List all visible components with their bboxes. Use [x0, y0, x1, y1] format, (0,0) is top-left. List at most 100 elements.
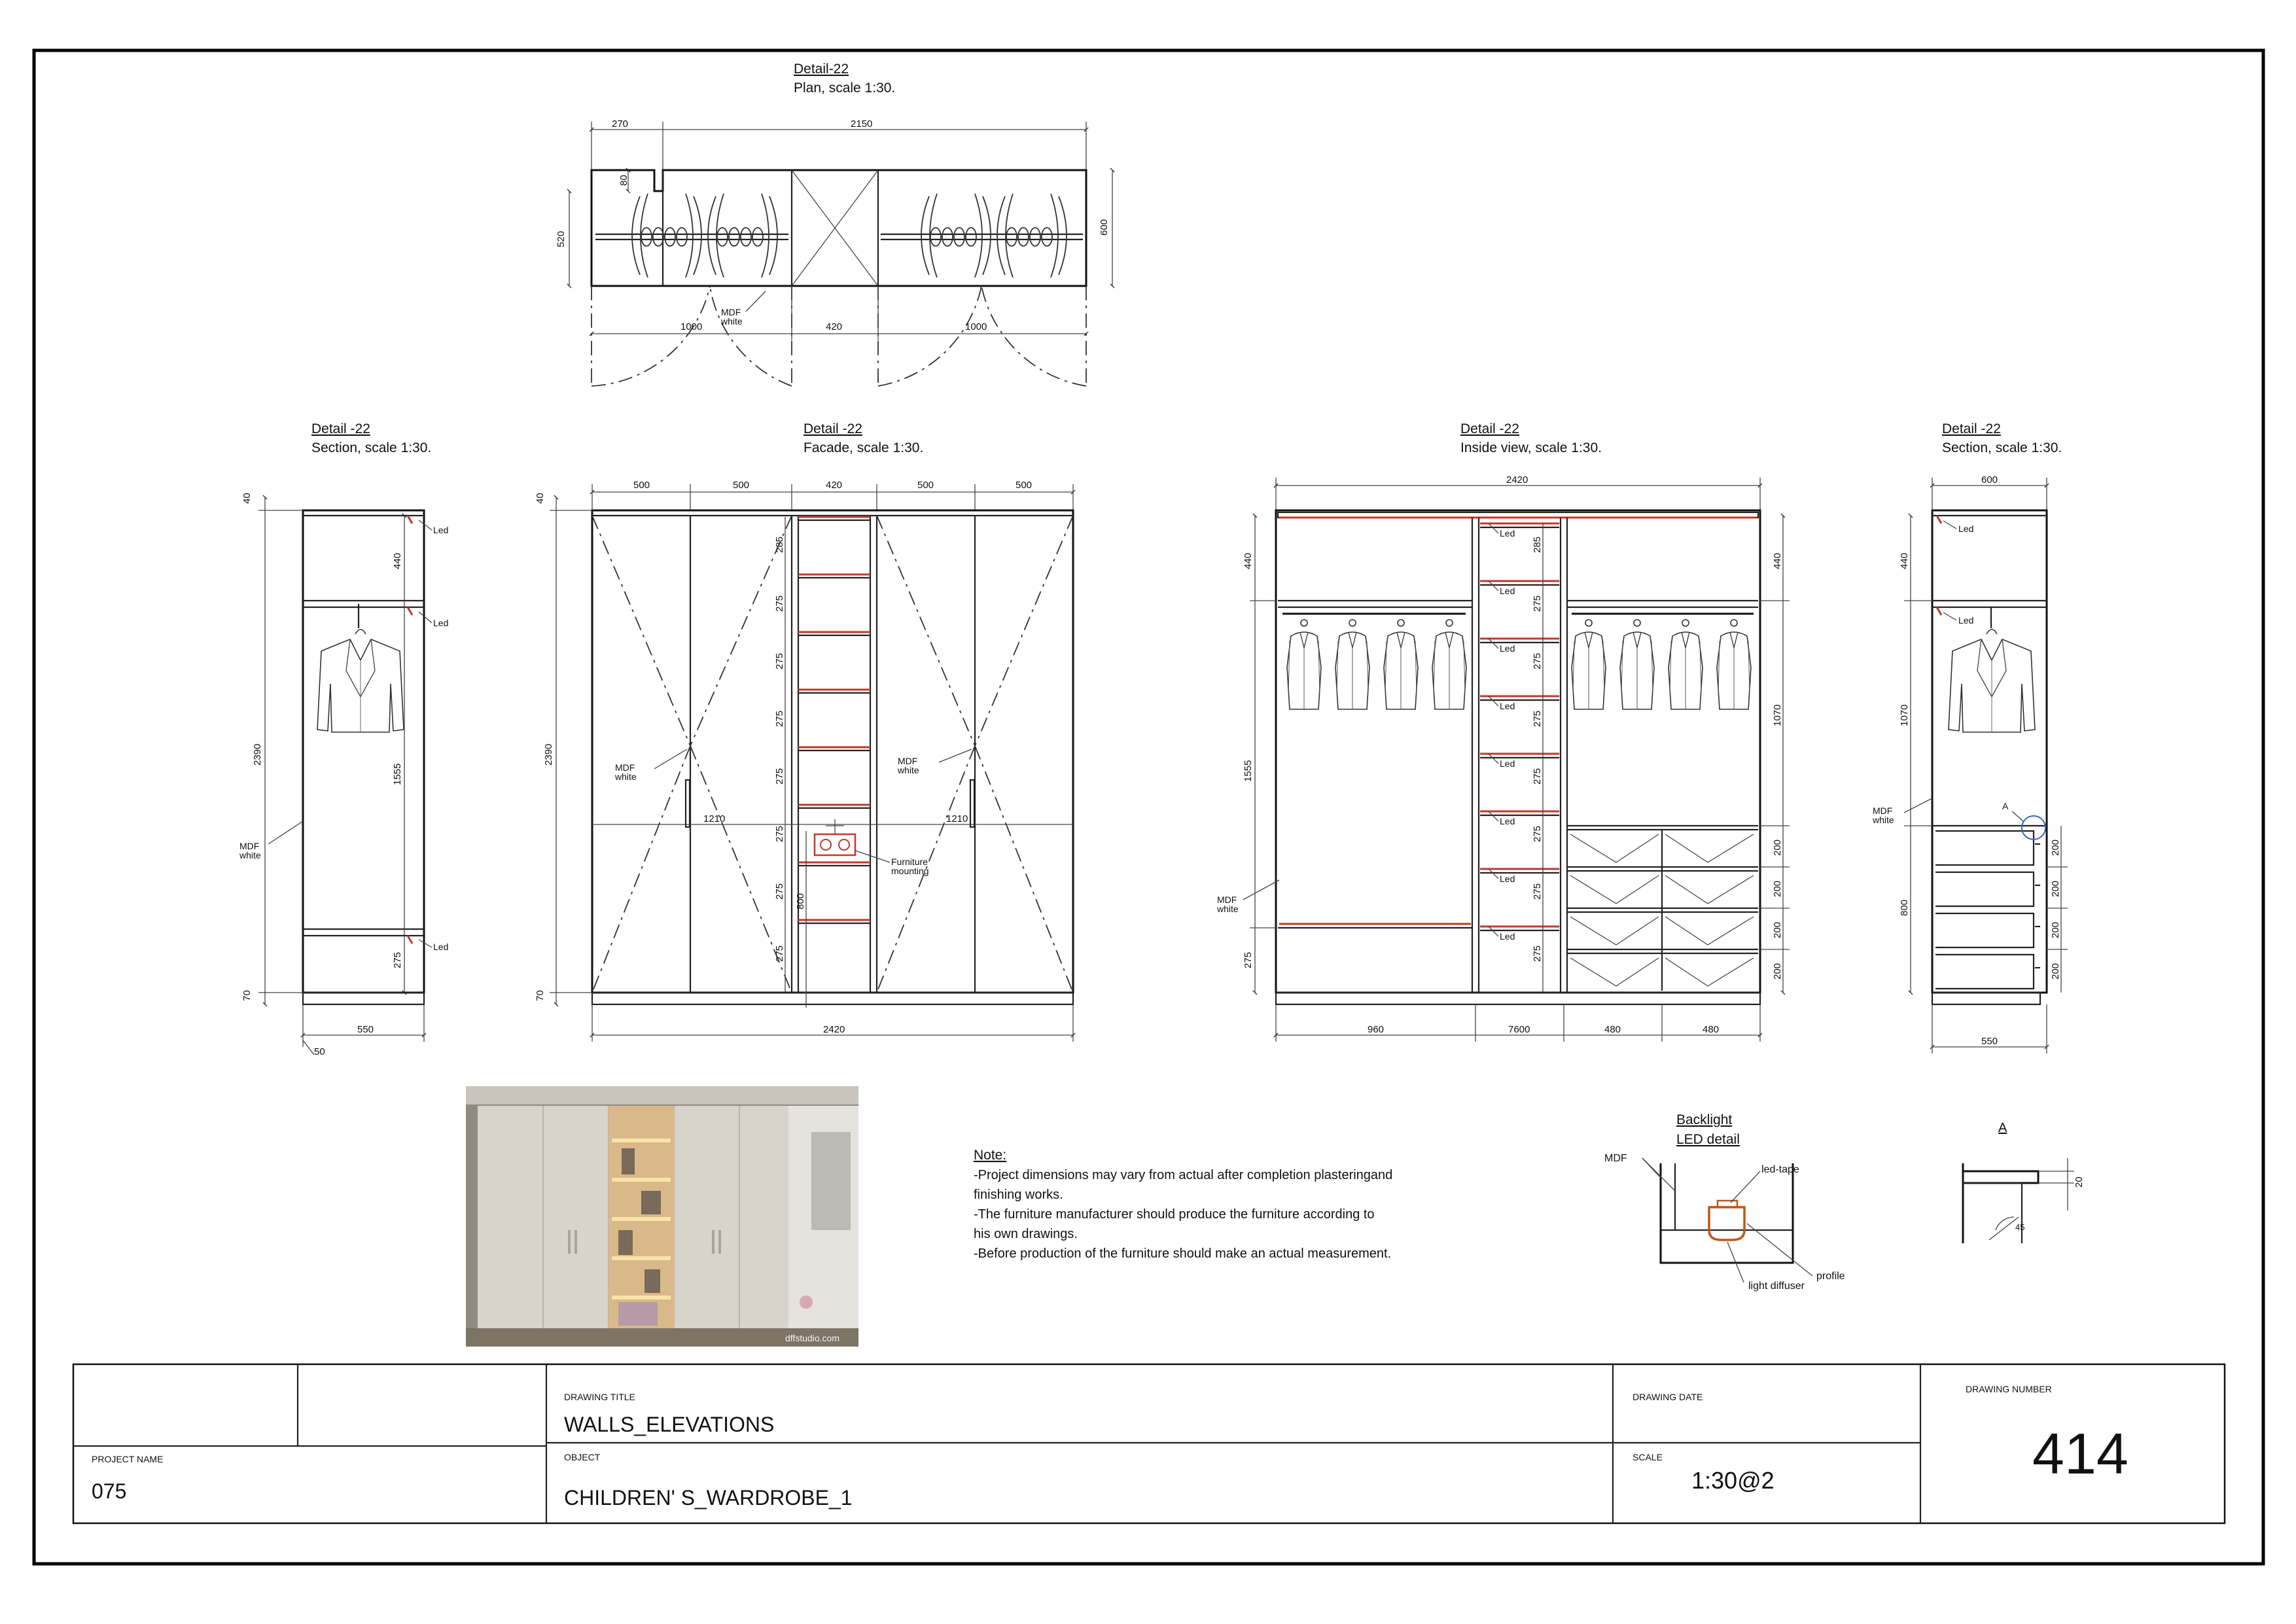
drawing-date-label: DRAWING DATE [1633, 1392, 1703, 1402]
facade-shelf-dim-1: 285 [774, 537, 785, 553]
facade-shelf-dim-8: 275 [774, 945, 785, 962]
inside-shelf-dim-7: 275 [1532, 883, 1543, 900]
facade-dim-800: 800 [795, 893, 806, 909]
section-left-dim-70: 70 [241, 990, 253, 1001]
note-line-2: finishing works. [974, 1188, 1063, 1202]
facade-handle-dim-1: 1210 [703, 813, 725, 824]
facade-mdf-1: MDF [615, 762, 635, 773]
backlight-led-tape: led-tape [1761, 1164, 1799, 1175]
inside-shelf-dim-6: 275 [1532, 826, 1543, 842]
section-right-mdf: MDF [1873, 805, 1892, 816]
inside-dim-1070-r: 1070 [1772, 705, 1783, 726]
inside-shelf-dim-2: 275 [1532, 595, 1543, 612]
drawing-number-value: 414 [2032, 1421, 2128, 1486]
facade-mounting: Furniture [891, 856, 928, 867]
section-left-led-3: Led [433, 942, 448, 952]
sheet-border [32, 48, 2265, 1566]
section-right-led-1: Led [1958, 523, 1973, 534]
inside-drawer-dim-3: 200 [1772, 922, 1783, 938]
facade-col-dim-1: 500 [633, 480, 650, 491]
plan-dim-520: 520 [556, 231, 567, 247]
plan-dim-2150: 2150 [851, 118, 872, 130]
section-left-subtitle: Section, scale 1:30. [311, 440, 431, 455]
backlight-mdf: MDF [1604, 1153, 1627, 1164]
facade-handle-dim-2: 1210 [946, 813, 968, 824]
facade-dim-2420: 2420 [823, 1024, 845, 1035]
plan-title: Detail-22 [794, 62, 849, 77]
detail-a-marker-circle [2021, 815, 2046, 840]
plan-dim-270: 270 [612, 118, 628, 130]
inside-dim-440: 440 [1243, 553, 1254, 569]
inside-view: Detail -22 Inside view, scale 1:30. 2420… [1216, 421, 1790, 1042]
plan-dim-1000a: 1000 [680, 321, 702, 332]
plan-subtitle: Plan, scale 1:30. [794, 80, 895, 96]
plan-dim-600: 600 [1099, 219, 1110, 236]
inside-drawer-dim-1: 200 [1772, 839, 1783, 856]
facade-col-dim-4: 500 [917, 480, 934, 491]
inside-led-5: Led [1500, 758, 1515, 769]
facade-shelf-dim-7: 275 [774, 883, 785, 900]
note-heading: Note: [974, 1148, 1006, 1163]
plan-mdf-label: MDF [721, 307, 741, 317]
facade-col-dim-3: 420 [826, 480, 842, 491]
inside-dim-1555: 1555 [1243, 760, 1254, 782]
facade-dim-70: 70 [535, 990, 546, 1001]
inside-mdf: MDF [1217, 894, 1237, 905]
scale-label: SCALE [1633, 1452, 1663, 1462]
section-right-title: Detail -22 [1942, 421, 2001, 436]
project-name-value: 075 [92, 1479, 126, 1503]
section-left-mdf-sub: white [239, 850, 261, 860]
section-left-dim-275: 275 [392, 952, 403, 968]
facade-mdf-2: MDF [898, 756, 917, 766]
note-line-4: his own drawings. [974, 1227, 1078, 1241]
inside-bottom-dim-3: 480 [1604, 1024, 1621, 1035]
plan-dim-420: 420 [826, 321, 842, 332]
note-line-1: -Project dimensions may vary from actual… [974, 1168, 1392, 1182]
notes-block: Note: -Project dimensions may vary from … [974, 1148, 1392, 1261]
drawing-title-value: WALLS_ELEVATIONS [564, 1413, 774, 1436]
section-right-subtitle: Section, scale 1:30. [1942, 440, 2062, 455]
section-left-dim-550: 550 [357, 1024, 374, 1035]
project-name-label: PROJECT NAME [92, 1454, 163, 1464]
photo-watermark: dffstudio.com [785, 1333, 839, 1343]
section-left-dim-1555: 1555 [392, 764, 403, 785]
facade-title: Detail -22 [804, 421, 862, 436]
section-left-mdf: MDF [239, 841, 259, 851]
note-line-5: -Before production of the furniture shou… [974, 1246, 1391, 1261]
facade-dim-40: 40 [535, 493, 546, 504]
backlight-title: Backlight [1676, 1112, 1732, 1127]
inside-shelf-dim-8: 275 [1532, 945, 1543, 962]
section-right-view: Detail -22 Section, scale 1:30. 600 A 44… [1872, 421, 2068, 1053]
facade-mdf-sub-2: white [897, 765, 919, 775]
section-right-drawer-dim-3: 200 [2050, 922, 2061, 938]
plan-view: Detail-22 Plan, scale 1:30. 270 2150 [556, 62, 1115, 387]
object-label: OBJECT [564, 1452, 601, 1462]
facade-mdf-sub-1: white [614, 771, 637, 782]
inside-led-1: Led [1500, 528, 1515, 538]
inside-title: Detail -22 [1460, 421, 1519, 436]
drawing-title-label: DRAWING TITLE [564, 1392, 635, 1402]
section-left-led-2: Led [433, 618, 448, 628]
section-left-view: Detail -22 Section, scale 1:30. 40 2390 … [239, 421, 448, 1057]
facade-mounting-sub: mounting [891, 866, 929, 876]
facade-dim-2390: 2390 [543, 744, 554, 766]
detail-a-title: A [1998, 1121, 2007, 1135]
backlight-profile: profile [1816, 1271, 1845, 1282]
drawing-number-label: DRAWING NUMBER [1966, 1384, 2052, 1394]
scale-value: 1:30@2 [1691, 1467, 1775, 1494]
section-right-drawer-dim-2: 200 [2050, 881, 2061, 897]
backlight-subtitle: LED detail [1676, 1132, 1740, 1147]
plan-dim-80: 80 [618, 175, 629, 186]
section-left-dim-2390: 2390 [252, 744, 263, 766]
facade-shelf-dim-4: 275 [774, 711, 785, 727]
facade-col-dim-5: 500 [1016, 480, 1032, 491]
section-right-dim-550: 550 [1981, 1036, 1998, 1047]
inside-bottom-dim-2: 7600 [1508, 1024, 1530, 1035]
inside-bottom-dim-4: 480 [1703, 1024, 1719, 1035]
plan-dim-1000b: 1000 [965, 321, 987, 332]
wardrobe-photo: dffstudio.com [466, 1086, 858, 1347]
inside-led-2: Led [1500, 586, 1515, 596]
facade-subtitle: Facade, scale 1:30. [804, 440, 923, 455]
section-left-led-1: Led [433, 525, 448, 535]
